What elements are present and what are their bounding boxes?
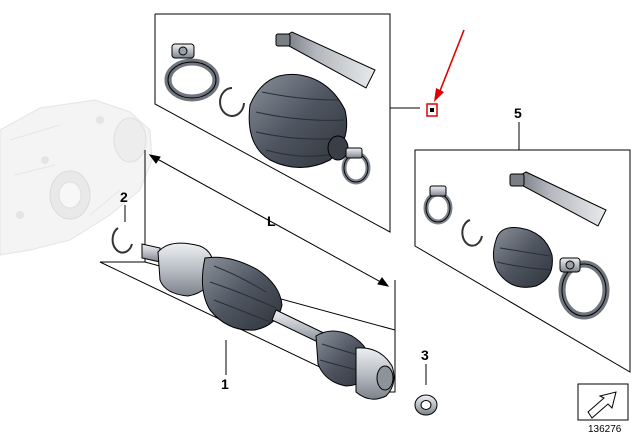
callout-outer-kit: 5 <box>514 105 522 121</box>
clamp-band-inner-large <box>164 43 220 102</box>
clamp-band-inner-small <box>341 147 371 185</box>
length-dimension <box>148 154 390 287</box>
transmission-housing <box>0 99 153 256</box>
orientation-arrow-icon <box>577 383 629 421</box>
clamp-band-outer-small <box>423 185 453 225</box>
collar-nut <box>414 394 438 416</box>
clamp-band-outer-large <box>558 257 610 320</box>
highlight-marker-icon <box>426 29 465 117</box>
circlip-upper <box>219 87 245 117</box>
callout-leaders <box>124 205 427 385</box>
callout-circlip: 2 <box>120 189 128 205</box>
callout-nut: 3 <box>421 347 429 363</box>
dimension-label-length: L <box>267 213 276 229</box>
callout-shaft: 1 <box>221 376 229 392</box>
circlip-right <box>461 219 483 247</box>
boot-outer <box>492 227 553 288</box>
boot-inner <box>248 73 349 168</box>
drive-shaft <box>141 242 395 400</box>
outer-boot-kit-frame <box>414 122 631 373</box>
inner-boot-kit-frame <box>154 13 420 233</box>
grease-tube-inner <box>275 31 376 89</box>
circlip-shaft <box>111 227 133 254</box>
diagram-number: 136276 <box>588 424 622 435</box>
grease-tube-outer <box>509 171 607 227</box>
